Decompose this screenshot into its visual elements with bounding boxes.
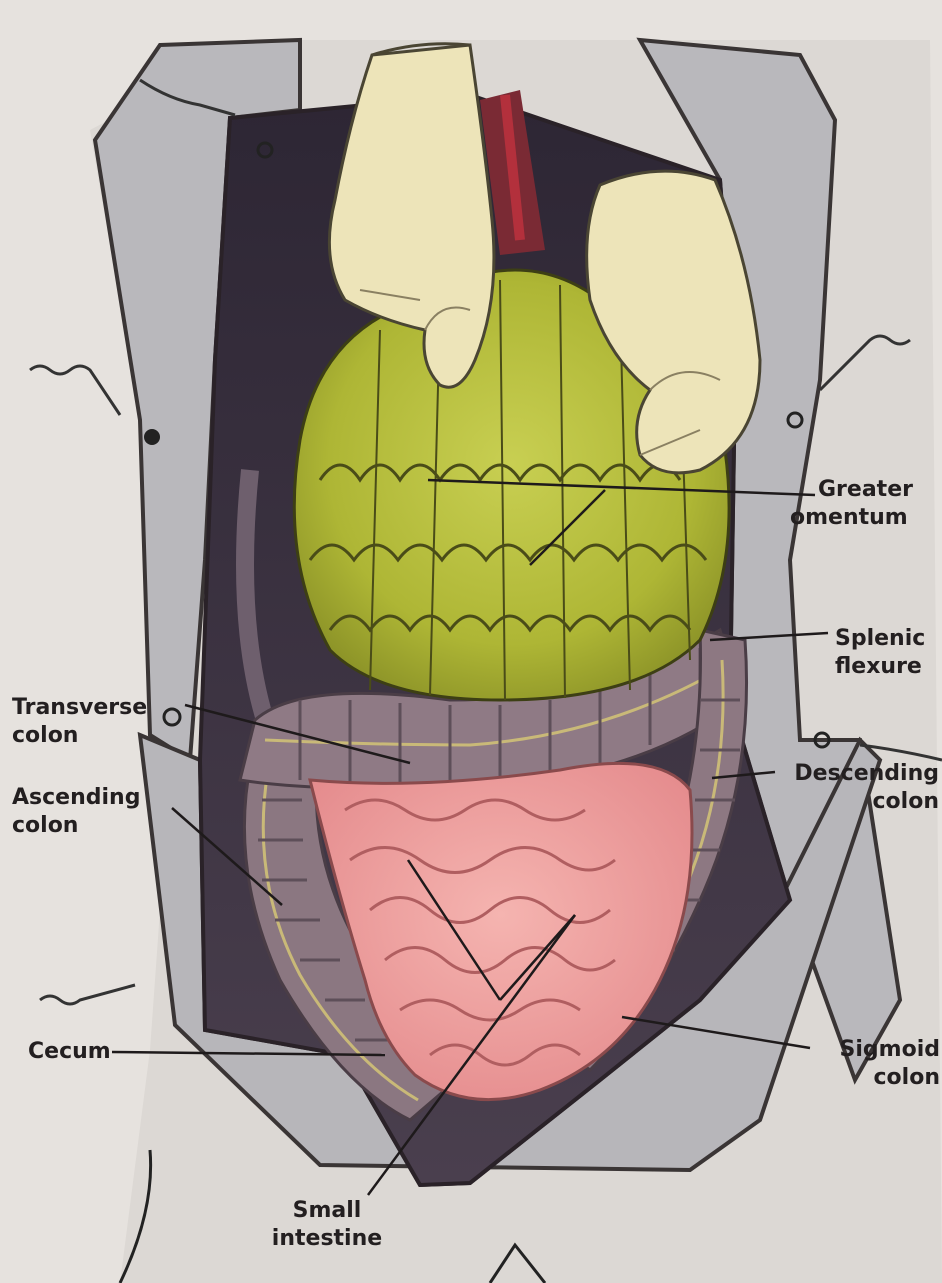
small-intestine-line2: intestine — [262, 1225, 392, 1253]
ascending-colon-line2: colon — [12, 812, 140, 840]
transverse-colon-line1: Transverse — [12, 694, 147, 722]
label-transverse-colon: Transverse colon — [12, 694, 147, 750]
greater-omentum-line1: Greater — [790, 476, 913, 504]
label-descending-colon: Descending colon — [777, 760, 939, 816]
descending-colon-line1: Descending — [777, 760, 939, 788]
greater-omentum-line2: omentum — [790, 504, 913, 532]
sigmoid-colon-line2: colon — [812, 1064, 940, 1092]
label-small-intestine: Small intestine — [262, 1197, 392, 1253]
splenic-flexure-line2: flexure — [835, 653, 925, 681]
label-ascending-colon: Ascending colon — [12, 784, 140, 840]
cecum-line1: Cecum — [28, 1038, 111, 1066]
ascending-colon-line1: Ascending — [12, 784, 140, 812]
small-intestine-line1: Small — [262, 1197, 392, 1225]
label-greater-omentum: Greater omentum — [790, 476, 913, 532]
label-splenic-flexure: Splenic flexure — [835, 625, 925, 681]
descending-colon-line2: colon — [777, 788, 939, 816]
splenic-flexure-line1: Splenic — [835, 625, 925, 653]
label-sigmoid-colon: Sigmoid colon — [812, 1036, 940, 1092]
transverse-colon-line2: colon — [12, 722, 147, 750]
label-cecum: Cecum — [28, 1038, 111, 1066]
sigmoid-colon-line1: Sigmoid — [812, 1036, 940, 1064]
